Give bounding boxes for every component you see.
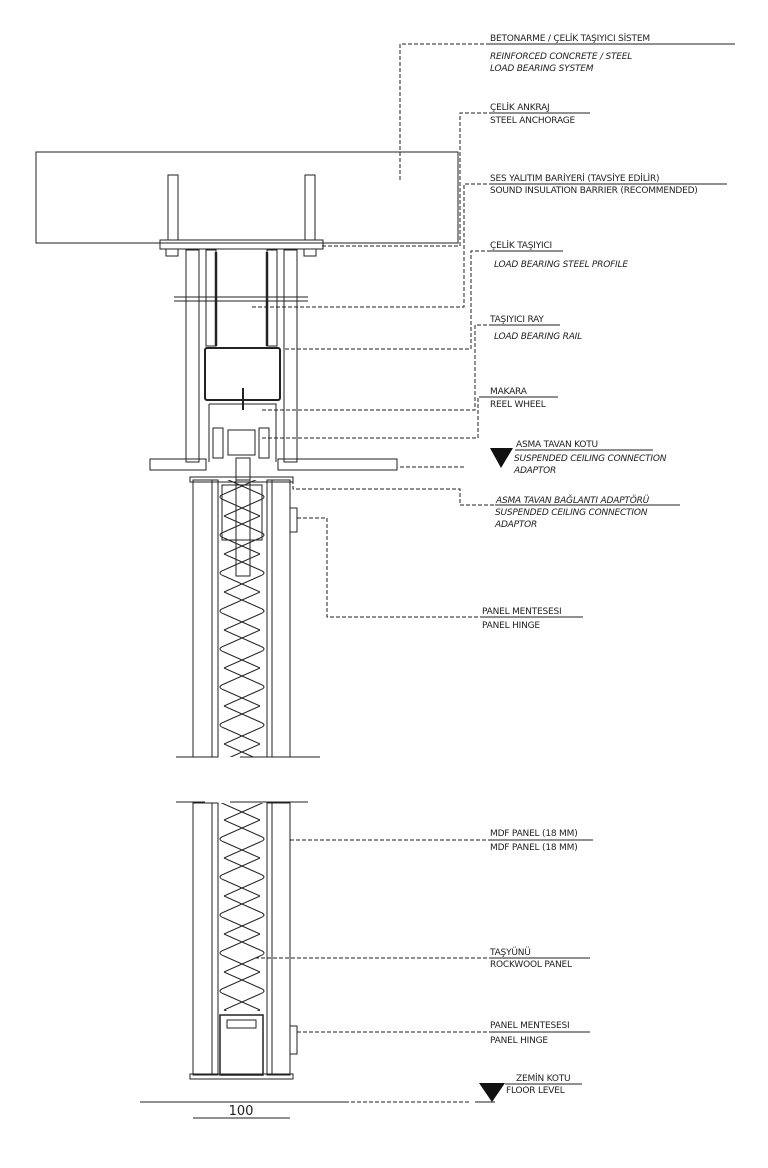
door-panel-upper xyxy=(176,476,320,758)
callout-steel-profile: ÇELİK TAŞIYICI LOAD BEARING STEEL PROFIL… xyxy=(490,240,629,270)
svg-text:BETONARME / ÇELİK TAŞIYICI SİS: BETONARME / ÇELİK TAŞIYICI SİSTEM xyxy=(490,33,650,44)
callout-mdf: MDF PANEL (18 MM) MDF PANEL (18 MM) xyxy=(490,829,578,853)
sound-barrier-left xyxy=(205,249,217,347)
rail-lower xyxy=(208,403,277,462)
svg-text:MAKARA: MAKARA xyxy=(490,387,528,397)
svg-text:ADAPTOR: ADAPTOR xyxy=(513,466,556,476)
svg-text:FLOOR LEVEL: FLOOR LEVEL xyxy=(506,1086,565,1096)
hinge-top xyxy=(289,507,298,533)
svg-text:SES YALITIM BARİYERİ (TAVSİYE: SES YALITIM BARİYERİ (TAVSİYE EDİLİR) xyxy=(490,173,659,184)
callout-rail: TAŞIYICI RAY LOAD BEARING RAIL xyxy=(489,315,582,342)
concrete-slab xyxy=(35,151,459,244)
svg-text:SUSPENDED CEILING CONNECTION: SUSPENDED CEILING CONNECTION xyxy=(495,508,648,518)
svg-text:LOAD BEARING SYSTEM: LOAD BEARING SYSTEM xyxy=(490,64,594,74)
svg-text:ASMA TAVAN KOTU: ASMA TAVAN KOTU xyxy=(516,440,598,450)
ceiling-level-marker-icon xyxy=(490,448,513,468)
svg-text:ADAPTOR: ADAPTOR xyxy=(494,520,537,530)
callout-hinge-top: PANEL MENTESESI PANEL HINGE xyxy=(482,607,562,631)
svg-text:ÇELİK ANKRAJ: ÇELİK ANKRAJ xyxy=(490,102,550,113)
callout-floor-level: ZEMİN KOTU FLOOR LEVEL xyxy=(506,1073,571,1096)
door-panel-lower xyxy=(176,801,308,1080)
nut-right xyxy=(303,248,317,257)
svg-text:LOAD BEARING RAIL: LOAD BEARING RAIL xyxy=(494,332,582,342)
floor-level-marker-icon xyxy=(479,1083,505,1102)
svg-text:LOAD BEARING STEEL PROFILE: LOAD BEARING STEEL PROFILE xyxy=(494,260,628,270)
svg-text:PANEL MENTESESI: PANEL MENTESESI xyxy=(482,607,561,617)
callout-wheel: MAKARA REEL WHEEL xyxy=(490,387,546,410)
svg-text:ÇELİK TAŞIYICI: ÇELİK TAŞIYICI xyxy=(490,240,552,251)
suspended-ceiling xyxy=(149,458,207,471)
hinge-bottom xyxy=(289,1025,298,1055)
dimension-value: 100 xyxy=(229,1104,254,1119)
svg-text:MDF PANEL (18 MM): MDF PANEL (18 MM) xyxy=(490,829,578,839)
suspended-ceiling-right xyxy=(277,458,398,471)
svg-text:PANEL HINGE: PANEL HINGE xyxy=(490,1036,548,1046)
svg-text:STEEL ANCHORAGE: STEEL ANCHORAGE xyxy=(490,116,576,126)
callout-ceiling-level: ASMA TAVAN KOTU SUSPENDED CEILING CONNEC… xyxy=(513,440,667,476)
anchor-left xyxy=(167,174,179,241)
box-wall-left xyxy=(185,249,200,463)
svg-text:REINFORCED CONCRETE / STEEL: REINFORCED CONCRETE / STEEL xyxy=(490,52,632,62)
svg-text:ROCKWOOL PANEL: ROCKWOOL PANEL xyxy=(490,960,572,970)
svg-text:MDF PANEL (18 MM): MDF PANEL (18 MM) xyxy=(490,843,578,853)
svg-text:PANEL MENTESESI: PANEL MENTESESI xyxy=(490,1021,569,1031)
callout-rockwool: TAŞYÜNÜ ROCKWOOL PANEL xyxy=(489,947,572,970)
svg-text:SOUND INSULATION BARRIER (RECO: SOUND INSULATION BARRIER (RECOMMENDED) xyxy=(490,186,698,196)
svg-text:ZEMİN KOTU: ZEMİN KOTU xyxy=(516,1073,570,1084)
nut-left xyxy=(165,248,179,257)
svg-text:PANEL HINGE: PANEL HINGE xyxy=(482,621,540,631)
svg-text:TAŞIYICI RAY: TAŞIYICI RAY xyxy=(489,315,544,325)
callout-ceiling-adaptor: ASMA TAVAN BAĞLANTI ADAPTÖRÜ SUSPENDED C… xyxy=(494,494,650,530)
sound-barrier-right xyxy=(266,249,278,347)
callout-hinge-bottom: PANEL MENTESESI PANEL HINGE xyxy=(490,1021,570,1046)
callout-sound-barrier: SES YALITIM BARİYERİ (TAVSİYE EDİLİR) SO… xyxy=(490,173,698,196)
svg-text:SUSPENDED CEILING CONNECTION: SUSPENDED CEILING CONNECTION xyxy=(514,454,667,464)
svg-text:TAŞYÜNÜ: TAŞYÜNÜ xyxy=(489,947,531,958)
svg-text:ASMA TAVAN BAĞLANTI ADAPTÖRÜ: ASMA TAVAN BAĞLANTI ADAPTÖRÜ xyxy=(495,494,650,506)
box-wall-right xyxy=(283,249,298,463)
svg-text:REEL WHEEL: REEL WHEEL xyxy=(490,400,546,410)
reel-wheel xyxy=(227,429,256,456)
anchor-right xyxy=(304,174,316,241)
callout-anchorage: ÇELİK ANKRAJ STEEL ANCHORAGE xyxy=(490,102,576,126)
callout-structure: BETONARME / ÇELİK TAŞIYICI SİSTEM REINFO… xyxy=(490,33,650,74)
anchor-plate xyxy=(159,239,324,250)
